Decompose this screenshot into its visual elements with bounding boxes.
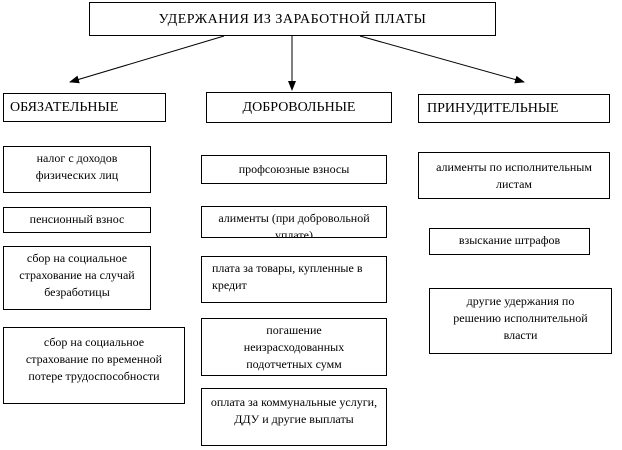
item-box: сбор на социальное страхование на случай… <box>3 246 151 310</box>
item-box: погашение неизрасходованных подотчетных … <box>201 318 387 376</box>
item-text: профсоюзные взносы <box>238 162 350 176</box>
item-text: сбор на социальное страхование по времен… <box>25 335 163 383</box>
item-box: профсоюзные взносы <box>201 155 387 184</box>
item-box: алименты по исполнительным листам <box>418 152 610 199</box>
category-label: ОБЯЗАТЕЛЬНЫЕ <box>10 100 119 115</box>
item-box: взыскание штрафов <box>429 228 590 255</box>
item-text: другие удержания по решению исполнительн… <box>453 294 588 342</box>
item-text: сбор на социальное страхование на случай… <box>19 251 135 299</box>
category-mandatory: ОБЯЗАТЕЛЬНЫЕ <box>3 93 166 122</box>
item-box: пенсионный взнос <box>3 207 151 233</box>
item-text: пенсионный взнос <box>29 212 125 226</box>
item-box: плата за товары, купленные в кредит <box>201 256 387 303</box>
item-text: плата за товары, купленные в кредит <box>212 261 363 292</box>
item-box: сбор на социальное страхование по времен… <box>3 327 185 404</box>
arrow-to-compulsory <box>359 35 525 84</box>
item-box: оплата за коммунальные услуги, ДДУ и дру… <box>201 388 387 446</box>
category-voluntary: ДОБРОВОЛЬНЫЕ <box>206 92 392 123</box>
item-box: алименты (при добровольной уплате) <box>201 206 387 238</box>
category-compulsory: ПРИНУДИТЕЛЬНЫЕ <box>418 94 610 123</box>
arrow-to-mandatory <box>69 35 225 84</box>
item-box: другие удержания по решению исполнительн… <box>429 288 612 354</box>
item-text: оплата за коммунальные услуги, ДДУ и дру… <box>210 395 378 426</box>
item-box: налог с доходов физических лиц <box>3 146 151 193</box>
root-title-box: УДЕРЖАНИЯ ИЗ ЗАРАБОТНОЙ ПЛАТЫ <box>89 2 496 36</box>
item-text: погашение неизрасходованных подотчетных … <box>243 323 345 371</box>
category-label: ДОБРОВОЛЬНЫЕ <box>242 100 356 115</box>
item-text: алименты по исполнительным листам <box>436 160 592 191</box>
category-label: ПРИНУДИТЕЛЬНЫЕ <box>427 101 559 116</box>
item-text: налог с доходов физических лиц <box>35 151 119 182</box>
item-text: взыскание штрафов <box>458 233 561 247</box>
root-title: УДЕРЖАНИЯ ИЗ ЗАРАБОТНОЙ ПЛАТЫ <box>158 11 427 27</box>
item-text: алименты (при добровольной уплате) <box>218 211 370 238</box>
